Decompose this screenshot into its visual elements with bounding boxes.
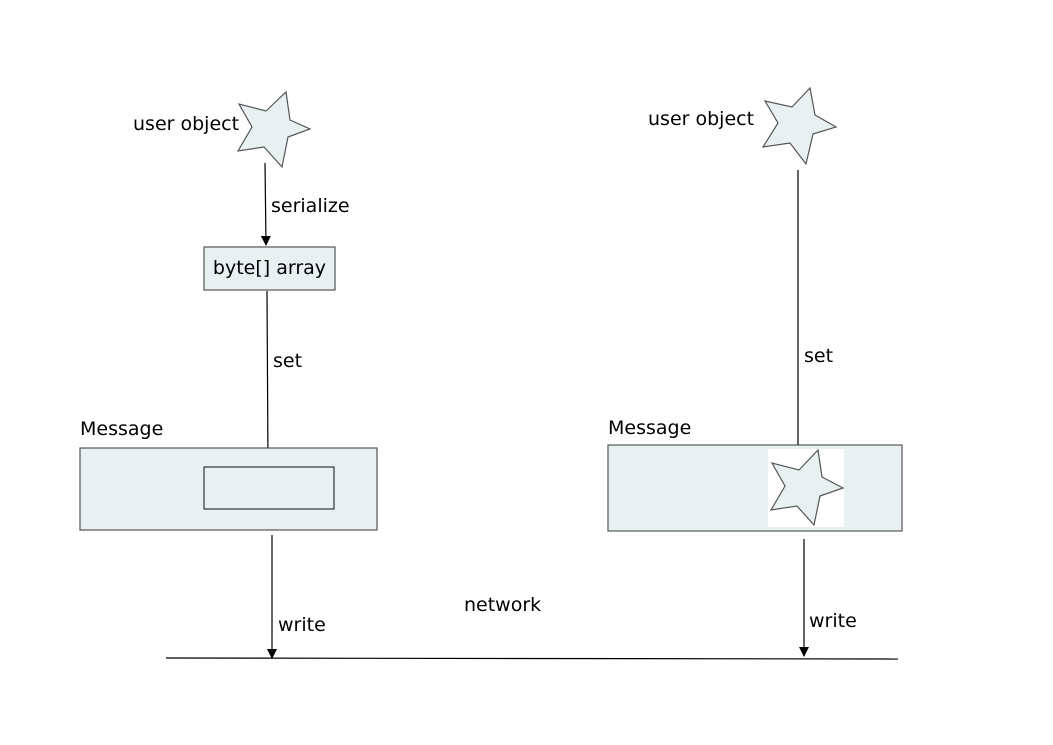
left-byte-array-box — [203, 246, 336, 291]
right-message-box — [607, 444, 903, 532]
network-line — [165, 657, 899, 660]
left-serialize-arrow — [260, 162, 271, 246]
right-set-label: set — [804, 345, 834, 367]
right-write-label: write — [809, 610, 857, 632]
left-user-object-star — [236, 90, 312, 169]
left-message-label: Message — [80, 418, 164, 440]
right-user-object-label: user object — [648, 108, 755, 130]
left-message-box — [79, 447, 378, 531]
left-message-payload-slot — [203, 466, 335, 510]
left-byte-array-label: byte[] array — [212, 257, 327, 279]
left-serialize-label: serialize — [271, 195, 350, 217]
left-user-object-label: user object — [133, 113, 240, 135]
right-user-object-star — [761, 86, 838, 166]
network-label: network — [464, 594, 542, 616]
right-embedded-object-star — [769, 448, 845, 527]
left-write-label: write — [278, 614, 326, 636]
left-set-arrow — [262, 290, 273, 466]
right-message-label: Message — [608, 417, 692, 439]
left-set-label: set — [273, 350, 303, 372]
